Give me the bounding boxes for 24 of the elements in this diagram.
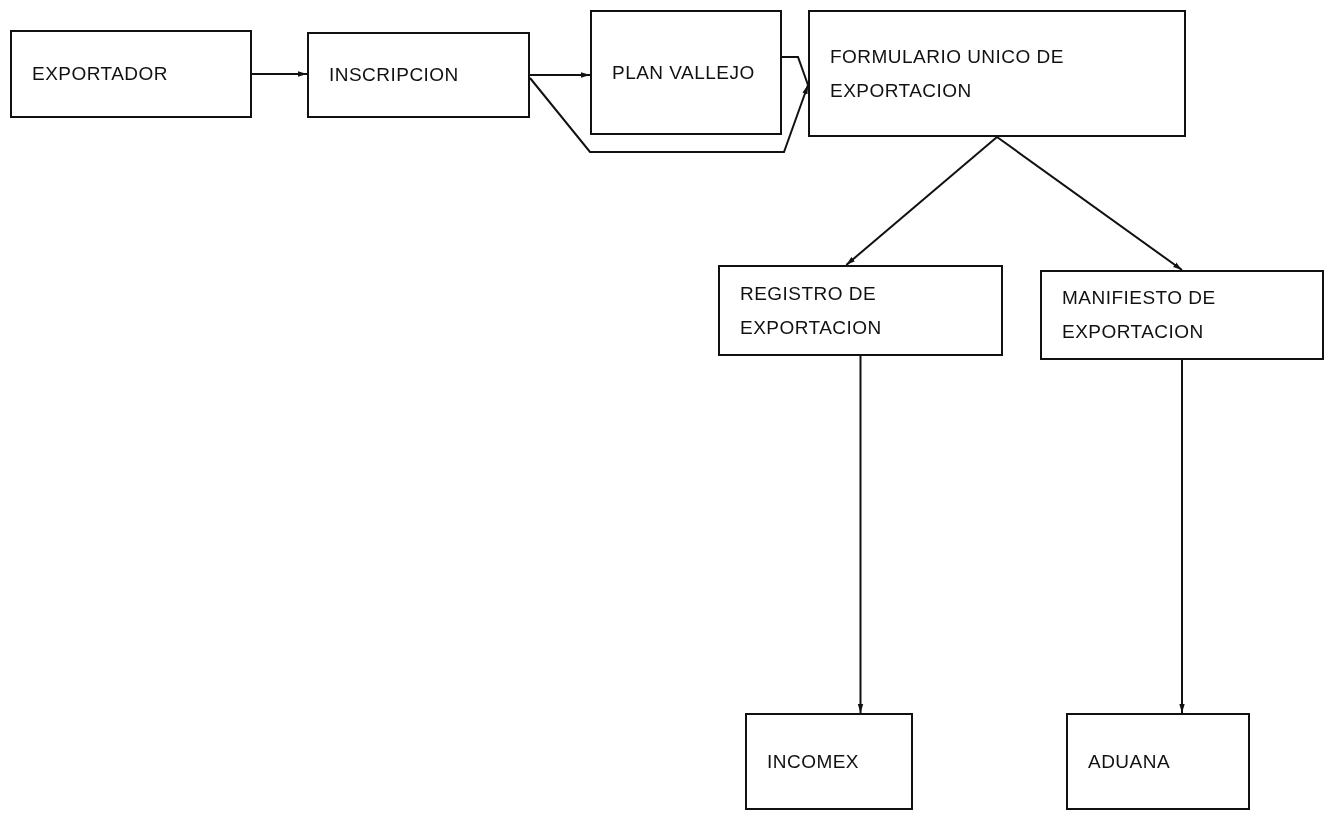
box-label: FORMULARIO UNICO DE EXPORTACION: [830, 44, 1065, 103]
arrow: [1179, 359, 1185, 714]
box-label: PLAN VALLEJO: [612, 60, 755, 85]
arrow: [845, 136, 998, 266]
process-box: [590, 10, 782, 135]
process-box: [808, 10, 1186, 137]
box-label: MANIFIESTO DE EXPORTACION: [1062, 286, 1217, 344]
arrow: [529, 77, 809, 153]
arrow: [781, 56, 809, 86]
box-label: INCOMEX: [767, 749, 859, 774]
arrow: [529, 72, 591, 78]
process-box: [1066, 713, 1250, 810]
arrow: [857, 355, 864, 714]
process-box: [307, 32, 530, 118]
box-label: EXPORTADOR: [32, 62, 168, 86]
box-label: ADUANA: [1088, 749, 1171, 774]
box-label: REGISTRO DE EXPORTACION: [740, 281, 883, 340]
arrow: [996, 136, 1183, 271]
process-box: [745, 713, 913, 810]
process-box: [10, 30, 252, 118]
box-label: INSCRIPCION: [329, 63, 459, 87]
process-box: [718, 265, 1003, 356]
arrow: [251, 71, 308, 77]
process-box: [1040, 270, 1324, 360]
